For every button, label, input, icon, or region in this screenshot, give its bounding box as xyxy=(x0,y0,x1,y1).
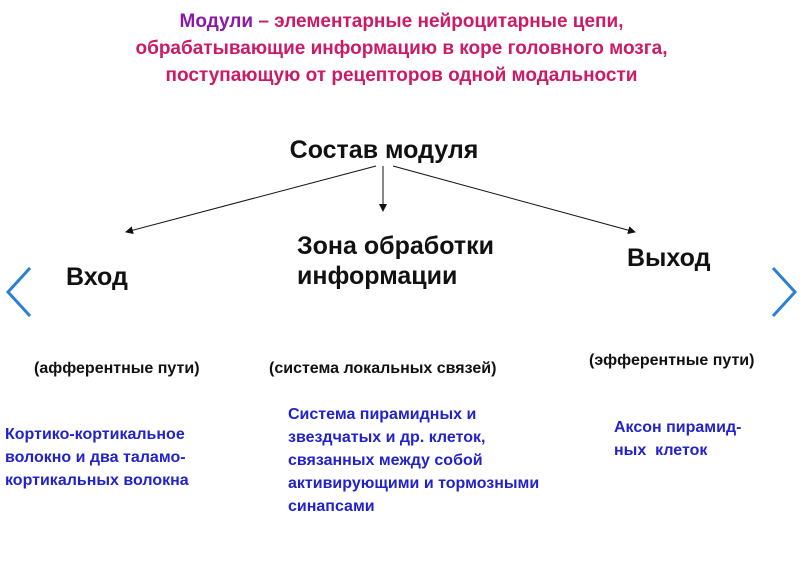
processing-heading: Зона обработки информации xyxy=(297,231,494,291)
prev-slide-button[interactable] xyxy=(2,266,38,318)
input-detail-line: кортикальных волокна xyxy=(5,472,189,489)
arrow-to-output xyxy=(392,165,636,235)
slide-title: Модули – элементарные нейроцитарные цепи… xyxy=(0,8,803,89)
title-line-2: обрабатывающие информацию в коре головно… xyxy=(135,38,668,59)
processing-detail-line: активирующими и тормозными xyxy=(288,475,540,492)
input-detail-line: волокно и два таламо- xyxy=(5,449,186,466)
title-line-1-rest: – элементарные нейроцитарные цепи, xyxy=(253,11,624,32)
processing-detail-line: звездчатых и др. клеток, xyxy=(288,429,486,446)
arrow-to-input xyxy=(125,165,377,235)
output-subheading: (эфферентные пути) xyxy=(589,352,755,369)
input-heading: Вход xyxy=(66,263,128,291)
processing-details: Система пирамидных и звездчатых и др. кл… xyxy=(288,403,539,518)
processing-detail-line: Система пирамидных и xyxy=(288,406,477,423)
input-details: Кортико-кортикальное волокно и два талам… xyxy=(5,423,189,492)
chevron-left-icon xyxy=(5,266,32,318)
input-detail-line: Кортико-кортикальное xyxy=(5,426,185,443)
next-slide-button[interactable] xyxy=(765,266,801,318)
title-lead-term: Модули xyxy=(179,11,254,32)
output-heading: Выход xyxy=(627,244,711,272)
processing-heading-line-2: информации xyxy=(297,262,458,290)
output-details: Аксон пирамид- ных клеток xyxy=(614,416,741,462)
title-line-1: Модули – элементарные нейроцитарные цепи… xyxy=(0,8,803,35)
input-subheading: (афферентные пути) xyxy=(34,360,200,377)
processing-heading-line-1: Зона обработки xyxy=(297,232,494,260)
processing-detail-line: синапсами xyxy=(288,498,375,515)
chevron-right-icon xyxy=(771,266,798,318)
root-node-label: Состав модуля xyxy=(289,136,479,164)
output-detail-line: Аксон пирамид- xyxy=(614,419,742,436)
output-detail-line: ных клеток xyxy=(614,442,708,459)
processing-detail-line: связанных между собой xyxy=(288,452,483,469)
processing-subheading: (система локальных связей) xyxy=(269,360,497,377)
title-line-3: поступающую от рецепторов одной модально… xyxy=(165,65,638,86)
